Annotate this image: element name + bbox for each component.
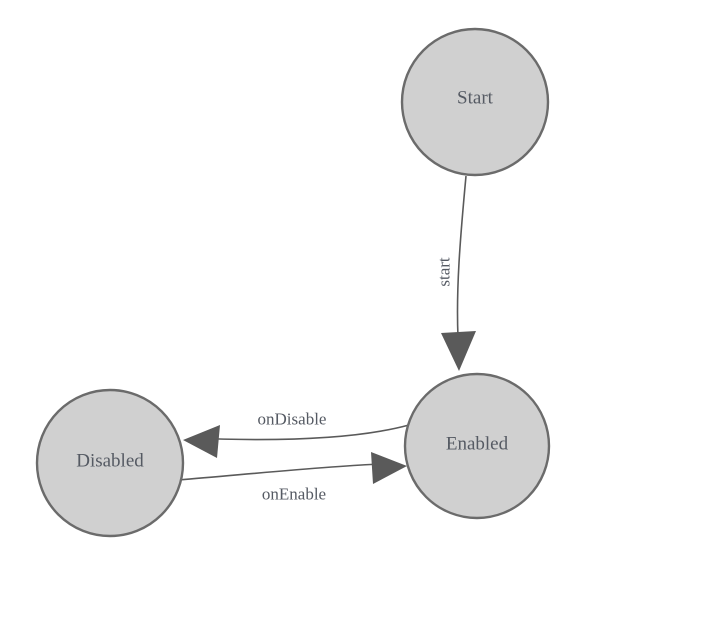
edge-enabled-to-disabled[interactable]: onDisable [183, 410, 410, 459]
arrowhead-into-enabled-left [371, 452, 407, 484]
edge-label-onenable: onEnable [262, 485, 326, 504]
node-enabled-label: Enabled [446, 434, 509, 455]
arrowhead-into-enabled-top [441, 331, 476, 371]
node-start-label: Start [457, 88, 494, 109]
node-disabled[interactable]: Disabled [35, 388, 185, 538]
node-disabled-circle [35, 388, 185, 538]
edge-start-to-enabled-line [456, 175, 467, 338]
node-start-circle [400, 27, 550, 177]
edge-disabled-to-enabled[interactable]: onEnable [177, 452, 407, 504]
edge-disabled-to-enabled-line [177, 463, 381, 481]
edge-label-ondisable: onDisable [258, 410, 327, 429]
edge-label-start: start [435, 257, 454, 287]
node-disabled-label: Disabled [76, 451, 144, 472]
edge-start-to-enabled[interactable]: start [435, 175, 477, 371]
node-enabled[interactable]: Enabled [403, 372, 551, 520]
node-start[interactable]: Start [400, 27, 550, 177]
arrowhead-into-disabled [183, 425, 220, 458]
node-enabled-circle [403, 372, 551, 520]
